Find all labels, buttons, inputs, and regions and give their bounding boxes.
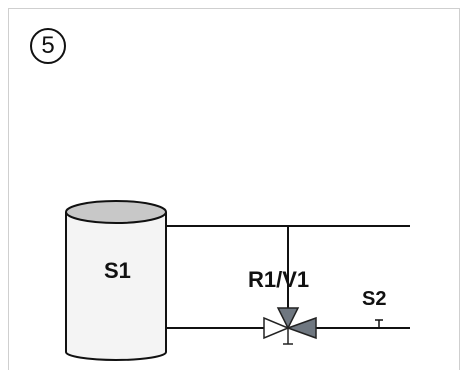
valve-right-port xyxy=(285,316,317,340)
valve-left-port xyxy=(263,316,290,340)
three-way-valve-icon: R1/V1 xyxy=(248,267,317,345)
tank-body xyxy=(65,212,167,361)
valve-top-port xyxy=(276,307,300,330)
storage-tank: S1 xyxy=(65,200,167,361)
pipes xyxy=(166,225,410,329)
temperature-sensor-icon: S2 xyxy=(362,288,386,328)
sensor-label: S2 xyxy=(362,288,386,310)
valve-label: R1/V1 xyxy=(248,267,309,292)
tank-label: S1 xyxy=(104,258,131,283)
tank-top xyxy=(65,200,167,224)
step-number-badge: 5 xyxy=(30,28,66,64)
